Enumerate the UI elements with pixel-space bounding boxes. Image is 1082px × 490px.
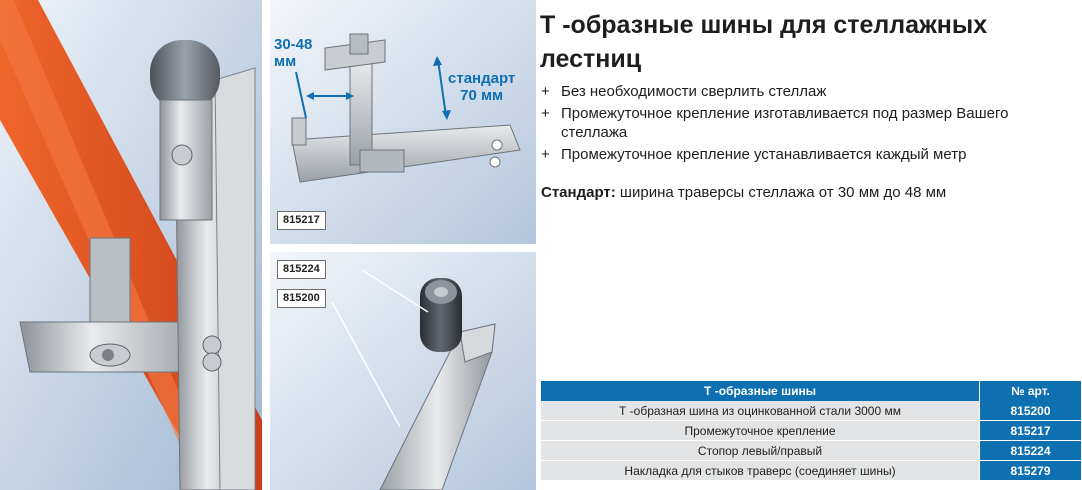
column-header-name: Т -образные шины [541,381,980,401]
cell-art: 815200 [979,401,1081,421]
column-header-art: № арт. [979,381,1081,401]
photo-rail-with-stopper: 815224 815200 [270,252,536,490]
art-label-bracket: 815217 [277,211,326,230]
page-title: Т -образные шины для стеллажных лестниц [540,11,988,73]
cell-name: Т -образная шина из оцинкованной стали 3… [541,401,980,421]
dimension-height-label: стандарт 70 мм [448,70,516,104]
photo-rail-mounted [0,0,262,490]
table-row: Накладка для стыков траверс (соединяет ш… [541,460,1081,481]
standard-note: Стандарт: ширина траверсы стеллажа от 30… [541,183,1071,202]
standard-label: Стандарт: [541,184,616,201]
spec-table: Т -образные шины № арт. Т -образная шина… [541,381,1081,481]
dimension-width-label: 30-48 мм [274,36,313,70]
art-label-rail: 815200 [277,289,326,308]
art-label-stopper: 815224 [277,260,326,279]
standard-text: ширина траверсы стеллажа от 30 мм до 48 … [615,184,947,201]
feature-text: Без необходимости сверлить стеллаж [561,83,827,100]
table-row: Стопор левый/правый 815224 [541,440,1081,461]
cell-name: Накладка для стыков траверс (соединяет ш… [541,460,980,481]
bullet-plus: + [541,83,550,100]
rail-stopper-illustration [270,252,536,490]
photo-intermediate-bracket: 30-48 мм стандарт 70 мм 815217 [270,0,536,244]
table-row: Промежуточное крепление 815217 [541,420,1081,441]
bullet-plus: + [541,146,550,163]
feature-text: Промежуточное крепление устанавливается … [561,146,967,163]
feature-item: + Промежуточное крепление устанавливается… [541,145,1071,164]
rail-mounted-illustration [0,0,262,490]
bracket-illustration [270,0,536,244]
cell-name: Стопор левый/правый [541,440,980,461]
table-header-row: Т -образные шины № арт. [541,381,1081,401]
cell-art: 815217 [979,420,1081,441]
cell-art: 815279 [979,460,1081,481]
feature-text: Промежуточное крепление изготавливается … [561,105,1009,141]
feature-item: + Без необходимости сверлить стеллаж [541,82,1071,101]
feature-item: + Промежуточное крепление изготавливается… [541,104,1071,142]
table-row: Т -образная шина из оцинкованной стали 3… [541,401,1081,421]
cell-art: 815224 [979,440,1081,461]
bullet-plus: + [541,105,550,122]
cell-name: Промежуточное крепление [541,420,980,441]
feature-list: + Без необходимости сверлить стеллаж + Про… [541,82,1071,167]
